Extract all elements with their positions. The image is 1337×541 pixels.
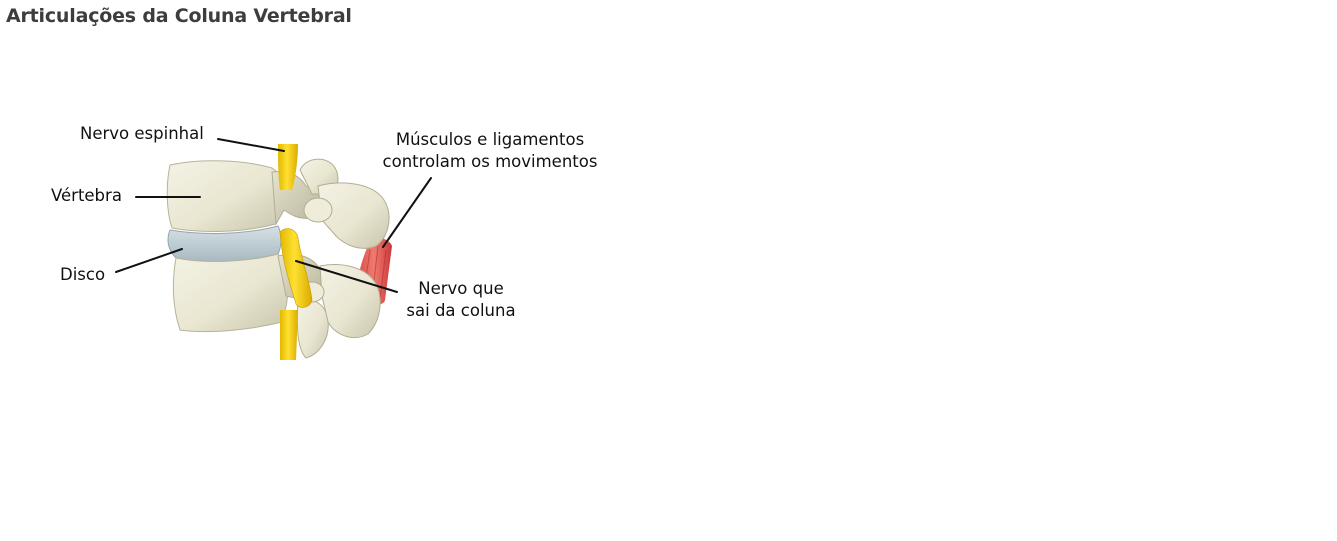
label-exiting-nerve-line-2: sai da coluna [406, 301, 515, 320]
page-title: Articulações da Coluna Vertebral [6, 5, 352, 27]
label-exiting-nerve-line-1: Nervo que [418, 279, 503, 298]
label-disc: Disco [60, 265, 105, 284]
lower-vertebra-shape [172, 253, 381, 359]
leader-line-exiting-nerve [295, 260, 398, 293]
leader-line-disc [115, 248, 183, 273]
label-spinal-nerve: Nervo espinhal [80, 124, 204, 143]
label-vertebra: Vértebra [51, 186, 122, 205]
leader-line-muscles [382, 177, 432, 248]
exiting-nerve-shape [279, 228, 313, 308]
spinal-nerve-shape [278, 144, 298, 360]
label-muscles-line-2: controlam os movimentos [383, 152, 598, 171]
upper-vertebra-shape [166, 158, 390, 249]
leader-line-spinal-nerve [217, 138, 285, 152]
label-muscles-line-1: Músculos e ligamentos [396, 130, 584, 149]
